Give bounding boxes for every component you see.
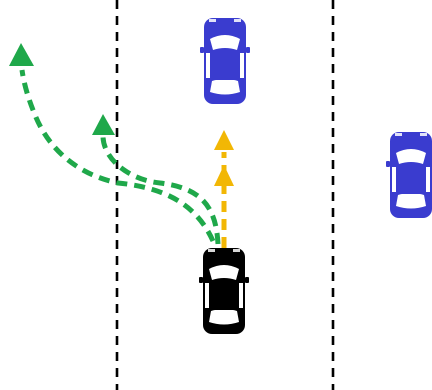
blue-car-ahead bbox=[200, 18, 250, 104]
arrowhead-icon bbox=[9, 43, 34, 66]
arrowhead-icon bbox=[214, 130, 234, 150]
green-trajectory-far bbox=[9, 43, 216, 243]
green-trajectory-near bbox=[92, 114, 221, 245]
car-top-view-icon bbox=[200, 18, 250, 104]
car-top-view-icon bbox=[386, 132, 432, 218]
yellow-trajectory-straight bbox=[214, 130, 234, 248]
arrowhead-icon bbox=[92, 114, 115, 135]
car-top-view-icon bbox=[199, 248, 249, 334]
ego-car bbox=[199, 248, 249, 334]
blue-car-right-lane bbox=[386, 132, 432, 218]
arrowhead-icon bbox=[214, 165, 234, 186]
